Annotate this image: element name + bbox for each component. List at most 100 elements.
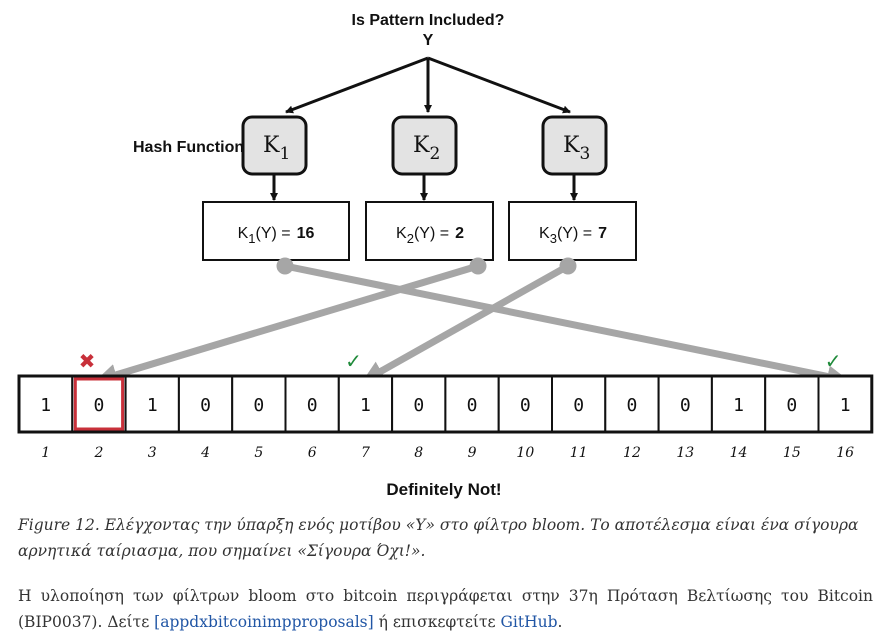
bit-value: 0 — [94, 395, 105, 416]
result-k1-suffix: (Y) = — [255, 225, 290, 242]
result-k1-letter: K — [238, 225, 249, 242]
position-label: 12 — [623, 445, 641, 461]
result-k3-letter: K — [539, 225, 550, 242]
bit-cell — [284, 375, 340, 433]
bit-cell — [231, 375, 287, 433]
mapping-arrow-origin-k2 — [469, 257, 487, 275]
arrow-to-k1 — [285, 56, 429, 114]
bit-value: 0 — [467, 395, 478, 416]
mapping-arrows — [95, 257, 850, 388]
result-k1-value: 16 — [297, 225, 315, 242]
hash-k2-letter: K — [413, 133, 430, 158]
position-label: 11 — [570, 445, 588, 461]
result-box-k3: K3(Y) = 7 — [508, 201, 637, 261]
mapping-arrow-k3 — [361, 262, 570, 384]
body-text-middle: ή επισκεφτείτε — [373, 613, 501, 631]
bit-value: 0 — [413, 395, 424, 416]
result-k2-letter: K — [396, 225, 407, 242]
bit-value: 0 — [200, 395, 211, 416]
mapping-arrow-origin-k1 — [276, 257, 294, 275]
cross-mark-icon: ✖ — [79, 349, 96, 373]
hash-box-k2: K2 — [391, 115, 458, 176]
position-label: 1 — [41, 445, 50, 461]
bit-value: 1 — [733, 395, 744, 416]
result-k3-suffix: (Y) = — [557, 225, 592, 242]
body-text-after: . — [557, 613, 563, 631]
bit-value: 0 — [520, 395, 531, 416]
svg-text:K2: K2 — [413, 133, 440, 164]
hash-k1-letter: K — [263, 133, 280, 158]
bit-cell — [764, 375, 820, 433]
svg-text:K3(Y) =7: K3(Y) = 7 — [539, 225, 607, 246]
result-k2-value: 2 — [455, 225, 464, 242]
bit-cell — [391, 375, 447, 433]
verdict-label: Definitely Not! — [386, 480, 501, 499]
position-label: 16 — [836, 445, 854, 461]
bit-value: 0 — [307, 395, 318, 416]
result-box-k1: K1(Y) = 16 — [202, 201, 350, 261]
result-k1-sub: 1 — [248, 231, 255, 246]
position-label: 8 — [414, 445, 423, 461]
bit-value: 0 — [627, 395, 638, 416]
hash-k2-sub: 2 — [429, 144, 440, 164]
body-text-before: Η υλοποίηση των φίλτρων bloom στο bitcoi… — [18, 587, 873, 631]
mapping-arrow-k1 — [284, 262, 850, 388]
svg-text:K1: K1 — [263, 133, 290, 164]
result-k2-suffix: (Y) = — [414, 225, 449, 242]
hash-k3-sub: 3 — [579, 144, 590, 164]
pattern-label: Y — [423, 32, 434, 49]
bit-value: 0 — [786, 395, 797, 416]
check-mark-icon: ✓ — [825, 349, 842, 373]
hash-k3-letter: K — [563, 133, 580, 158]
bit-cell — [604, 375, 660, 433]
position-label: 9 — [468, 445, 477, 461]
bit-value: 1 — [360, 395, 371, 416]
mapping-arrow-k2 — [95, 262, 480, 386]
highlighted-bit-cell — [73, 377, 125, 431]
figure-caption: Figure 12. Ελέγχοντας την ύπαρξη ενός μο… — [18, 516, 859, 560]
position-label: 10 — [516, 445, 534, 461]
bit-array: 1 0 1 0 0 0 1 0 0 0 0 0 0 1 0 1 — [17, 374, 874, 434]
bit-value: 0 — [680, 395, 691, 416]
hash-k1-sub: 1 — [279, 144, 290, 164]
position-label: 5 — [254, 445, 263, 461]
check-marks: ✖ ✓ ✓ — [79, 349, 842, 373]
svg-text:K1(Y) =16: K1(Y) = 16 — [238, 225, 315, 246]
position-label: 4 — [200, 445, 210, 461]
position-label: 13 — [676, 445, 694, 461]
check-mark-icon: ✓ — [345, 349, 362, 373]
bit-cell — [817, 375, 873, 433]
result-k3-value: 7 — [598, 225, 607, 242]
hash-box-k3: K3 — [541, 115, 608, 176]
question-label: Is Pattern Included? — [352, 12, 505, 29]
body-paragraph: Η υλοποίηση των φίλτρων bloom στο bitcoi… — [18, 583, 873, 635]
result-k2-sub: 2 — [407, 231, 414, 246]
position-label: 6 — [308, 445, 317, 461]
down-arrows — [270, 174, 578, 201]
bit-value: 0 — [253, 395, 264, 416]
bip-proposals-link[interactable]: [appdxbitcoinimpproposals] — [154, 613, 374, 631]
github-link[interactable]: GitHub — [500, 613, 558, 631]
svg-text:K2(Y) =2: K2(Y) =2 — [396, 225, 464, 246]
bloom-filter-diagram: Is Pattern Included? Y Hash Functions K1… — [17, 12, 874, 499]
position-label: 14 — [730, 445, 748, 461]
hash-box-k1: K1 — [241, 115, 308, 176]
svg-text:K3: K3 — [563, 133, 590, 164]
bit-value: 1 — [40, 395, 51, 416]
position-label: 3 — [148, 445, 157, 461]
position-label: 2 — [93, 445, 103, 461]
position-label: 15 — [783, 445, 801, 461]
result-k3-sub: 3 — [550, 231, 557, 246]
mapping-arrow-origin-k3 — [559, 257, 577, 275]
hash-functions-label: Hash Functions — [133, 139, 253, 156]
bit-value: 1 — [147, 395, 158, 416]
bit-value: 1 — [840, 395, 851, 416]
bit-value: 0 — [573, 395, 584, 416]
arrow-to-k3 — [427, 56, 571, 114]
fanout-arrows — [285, 56, 571, 114]
result-box-k2: K2(Y) =2 — [365, 201, 494, 261]
position-label: 7 — [361, 445, 370, 461]
bit-array-border — [17, 374, 874, 434]
bit-cell — [444, 375, 500, 433]
